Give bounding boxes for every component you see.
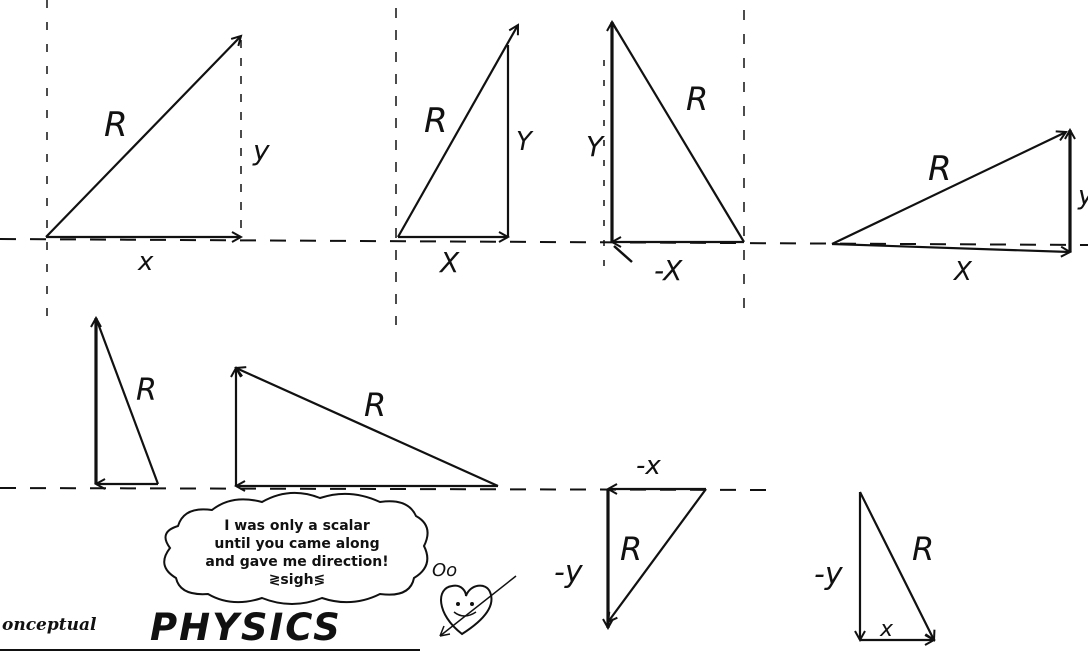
diagram-8: -y R x (814, 491, 934, 642)
cloud-line-1: I was only a scalar (224, 518, 370, 534)
label-r: R (912, 530, 934, 568)
axis-row1 (0, 238, 1088, 246)
vector-r (831, 132, 1066, 245)
diagram-6: R (236, 368, 499, 488)
label-y: Y (516, 127, 534, 157)
vector-r (45, 36, 241, 238)
label-r: R (364, 386, 386, 424)
cloud-line-3: and gave me direction! (205, 554, 388, 570)
label-y: y (252, 134, 270, 167)
vector-r (608, 488, 707, 622)
diagram-1: R y x (45, 36, 270, 277)
label-x: X (952, 257, 973, 287)
label-y: Y (586, 130, 605, 163)
label-y: -y (554, 555, 584, 590)
label-r: R (686, 80, 708, 118)
cloud-line-2: until you came along (214, 536, 379, 552)
label-x: x (879, 617, 894, 642)
vector-x (831, 242, 1070, 252)
vector-r (94, 317, 160, 485)
vector-r (236, 368, 499, 488)
label-y: -y (814, 557, 844, 592)
label-r: R (104, 105, 128, 145)
arrow-feather (439, 625, 451, 637)
cloud-line-4: ≷sigh≶ (269, 572, 326, 588)
diagram-5: R (94, 317, 160, 485)
label-r: R (136, 373, 157, 408)
vector-r (859, 491, 934, 640)
diagram-2: R Y X (397, 25, 534, 279)
label-r: R (620, 530, 642, 568)
arrow-shaft (439, 575, 517, 637)
cartoon-cloud: I was only a scalar until you came along… (163, 491, 457, 605)
heart-character (439, 575, 517, 637)
label-x: -X (654, 254, 683, 287)
vector-r (611, 21, 745, 243)
stray-mark (613, 245, 633, 263)
diagram-7: -x -y R (554, 451, 707, 628)
diagram-4: R y X (831, 130, 1088, 287)
brand-prefix: onceptual (2, 615, 97, 635)
brand-name: PHYSICS (150, 606, 342, 649)
brand-logo: onceptual PHYSICS (2, 606, 342, 649)
thought-bubbles: Oo (432, 560, 457, 581)
label-x: X (438, 246, 460, 279)
label-x: x (137, 247, 154, 277)
label-r: R (424, 101, 448, 141)
cloud-outline (163, 491, 429, 605)
vector-r (397, 25, 518, 238)
heart-eye-left (456, 602, 460, 606)
diagram-3: Y R -X (586, 21, 745, 287)
heart-icon (440, 584, 493, 636)
label-r: R (928, 149, 952, 189)
label-x: -x (636, 451, 661, 481)
label-y: y (1077, 181, 1088, 211)
heart-eye-right (470, 602, 474, 606)
